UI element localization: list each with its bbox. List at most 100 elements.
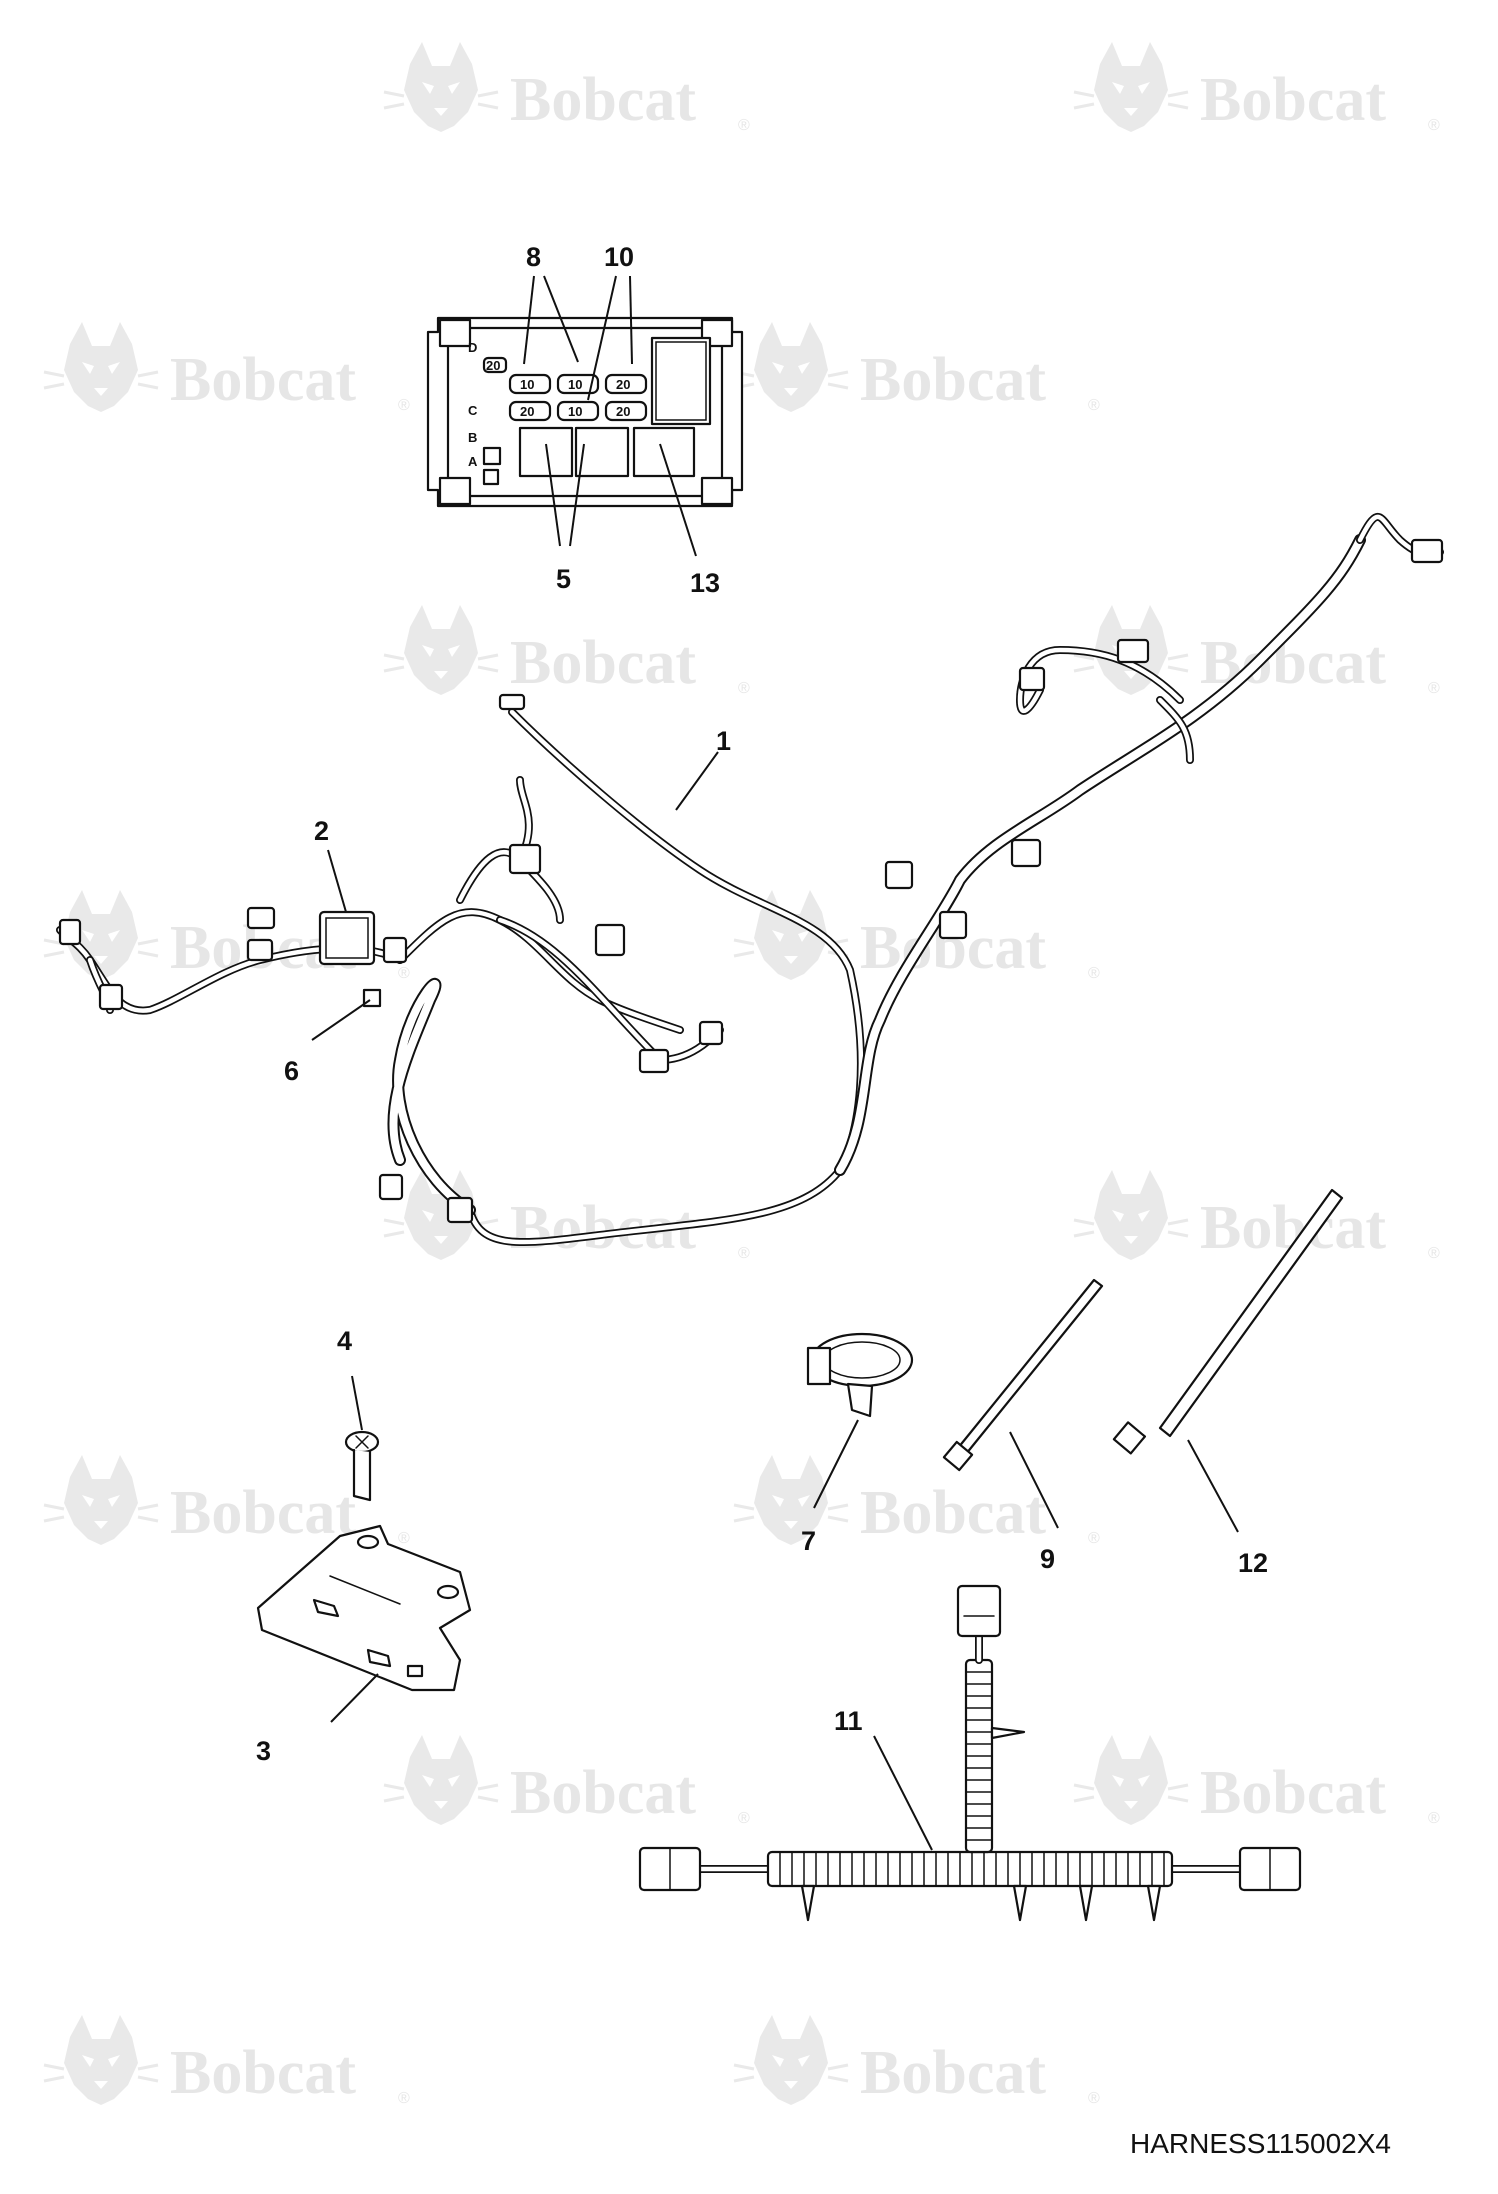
connector[interactable] [498, 693, 526, 711]
connector[interactable] [98, 983, 124, 1011]
fuse[interactable]: 20 [604, 373, 648, 395]
svg-text:B: B [468, 430, 477, 445]
svg-text:®: ® [1428, 117, 1440, 134]
callout-7: 7 [801, 1526, 816, 1556]
harness-clip[interactable] [1078, 1884, 1094, 1922]
fuse[interactable]: 20 [482, 356, 508, 374]
connector[interactable] [58, 918, 82, 946]
svg-text:10: 10 [520, 377, 534, 392]
cable-tie-short[interactable] [942, 1278, 1104, 1472]
cable-tie-long[interactable] [1112, 1188, 1344, 1455]
callout-5: 5 [556, 564, 571, 594]
watermark: Bobcat ® [42, 2013, 410, 2107]
svg-text:D: D [468, 340, 477, 355]
connector[interactable] [638, 1048, 670, 1074]
svg-text:Bobcat: Bobcat [860, 2039, 1046, 2107]
row-letters: D C B A [468, 340, 478, 469]
connector[interactable] [594, 923, 626, 957]
connector[interactable] [246, 938, 274, 962]
callout-8: 8 [526, 242, 541, 272]
connector[interactable] [378, 1173, 404, 1201]
harness-clip[interactable] [990, 1726, 1026, 1740]
svg-text:Bobcat: Bobcat [860, 346, 1046, 414]
svg-text:Bobcat: Bobcat [510, 1759, 696, 1827]
svg-text:C: C [468, 403, 478, 418]
connector[interactable] [246, 906, 276, 930]
svg-text:10: 10 [568, 404, 582, 419]
connector[interactable] [638, 1846, 702, 1892]
watermark: Bobcat ® [732, 320, 1100, 414]
watermark: Bobcat ® [1072, 1733, 1440, 1827]
callout-4: 4 [337, 1326, 352, 1356]
fuse[interactable]: 10 [508, 373, 552, 395]
relay[interactable] [518, 426, 574, 478]
svg-text:Bobcat: Bobcat [170, 1479, 356, 1547]
svg-text:®: ® [1428, 1810, 1440, 1827]
svg-text:®: ® [398, 965, 410, 982]
svg-text:®: ® [398, 397, 410, 414]
relay[interactable] [632, 426, 696, 478]
main-wire-harness[interactable] [56, 513, 1444, 1247]
svg-text:®: ® [1088, 965, 1100, 982]
connector[interactable] [1010, 838, 1042, 868]
fuse-relay-block[interactable]: D C B A 10 10 20 20 10 20 20 [426, 316, 744, 508]
svg-text:Bobcat: Bobcat [860, 1479, 1046, 1547]
harness-clip[interactable] [800, 1884, 816, 1922]
harness-clip[interactable] [1146, 1884, 1162, 1922]
bolt[interactable] [344, 1430, 380, 1502]
leader-lines [311, 275, 1239, 1851]
callout-13: 13 [690, 568, 720, 598]
connector[interactable] [956, 1584, 1002, 1638]
svg-text:®: ® [1088, 2090, 1100, 2107]
svg-text:®: ® [738, 1245, 750, 1262]
watermark: Bobcat ® [732, 1453, 1100, 1547]
watermark: Bobcat® [382, 40, 750, 134]
svg-text:Bobcat: Bobcat [170, 2039, 356, 2107]
svg-text:®: ® [398, 2090, 410, 2107]
svg-text:®: ® [1428, 680, 1440, 697]
connector[interactable] [938, 910, 968, 940]
fuse[interactable]: 10 [556, 400, 600, 422]
harness-clip[interactable] [1012, 1884, 1028, 1922]
svg-text:Bobcat: Bobcat [1200, 1759, 1386, 1827]
svg-text:20: 20 [520, 404, 534, 419]
svg-text:Bobcat: Bobcat [510, 629, 696, 697]
connector[interactable] [884, 860, 914, 890]
svg-text:®: ® [1428, 1245, 1440, 1262]
fuse[interactable]: 10 [556, 373, 600, 395]
figure-code: HARNESS115002X4 [1130, 2128, 1391, 2159]
harness-clip[interactable] [806, 1332, 914, 1418]
svg-text:®: ® [1088, 397, 1100, 414]
svg-text:®: ® [738, 680, 750, 697]
connector[interactable] [382, 936, 408, 964]
connector[interactable] [1238, 1846, 1302, 1892]
fuse[interactable]: 20 [604, 400, 648, 422]
svg-text:®: ® [738, 117, 750, 134]
callout-9: 9 [1040, 1544, 1055, 1574]
watermark: Bobcat ® [42, 320, 410, 414]
watermark: Bobcat ® [382, 603, 750, 697]
connector[interactable] [508, 843, 542, 875]
svg-text:®: ® [1088, 1530, 1100, 1547]
extension-harness[interactable] [638, 1584, 1302, 1922]
connector[interactable] [1018, 666, 1046, 692]
callout-11: 11 [834, 1706, 863, 1736]
fuse[interactable]: 20 [508, 400, 552, 422]
watermark: Bobcat® [382, 1733, 750, 1827]
connector[interactable] [446, 1196, 474, 1224]
watermark: Bobcat® [42, 1453, 410, 1547]
watermark: Bobcat® [732, 888, 1100, 982]
connector[interactable] [698, 1020, 724, 1046]
connector[interactable] [1410, 538, 1444, 564]
svg-text:20: 20 [486, 358, 500, 373]
callout-3: 3 [256, 1736, 271, 1766]
watermark-layer: Bobcat® Bobcat® Bobcat® Bobcat® Bobcat® … [42, 40, 1440, 2107]
mounting-bracket[interactable] [256, 1524, 472, 1692]
relay[interactable] [574, 426, 630, 478]
callout-6: 6 [284, 1056, 299, 1086]
connector[interactable] [1116, 638, 1150, 664]
callout-1: 1 [716, 726, 731, 756]
controller-module[interactable] [318, 910, 382, 1008]
svg-text:Bobcat: Bobcat [170, 346, 356, 414]
